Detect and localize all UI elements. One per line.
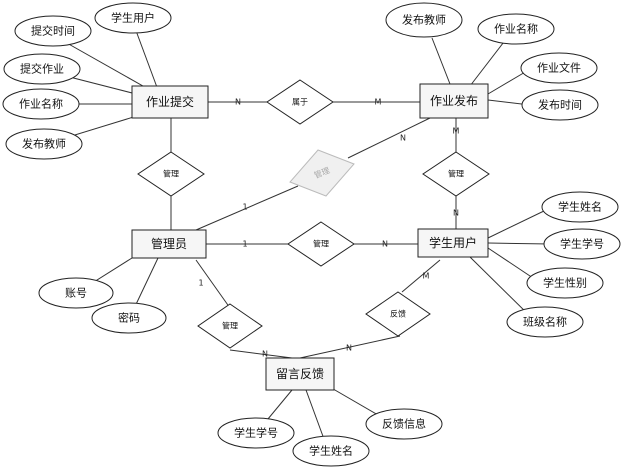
relationship-label: 管理 xyxy=(313,239,329,249)
line-student-attr-3 xyxy=(487,247,537,281)
attribute-label: 班级名称 xyxy=(523,315,567,329)
card-admin-manage-publish: 1 xyxy=(242,203,247,212)
attribute-submit-teacher: 发布教师 xyxy=(5,128,83,160)
attribute-label: 账号 xyxy=(65,287,87,300)
cardinalities: N M N 1 M N 1 N 1 N N M xyxy=(198,98,459,359)
card-manage-publish-pub: N xyxy=(400,134,406,143)
card-submit-belongs: N xyxy=(235,98,241,107)
attribute-label: 学生用户 xyxy=(111,11,155,25)
relationship-label: 管理 xyxy=(222,321,238,331)
line-manage-publish-pub xyxy=(347,117,431,159)
card-manage-student: N xyxy=(453,209,459,218)
card-publish-manage: M xyxy=(453,127,460,136)
entities: 作业提交 作业发布 管理员 学生用户 留言反馈 xyxy=(131,83,489,391)
line-student-attr-2 xyxy=(487,242,551,245)
relationship-manage-submit: 管理 xyxy=(137,151,205,197)
entity-submit: 作业提交 xyxy=(131,85,209,119)
relationship-manage-feedback: 管理 xyxy=(197,303,263,349)
attribute-submit-name: 作业名称 xyxy=(2,88,80,120)
relationship-manage-pubstudent: 管理 xyxy=(422,151,490,197)
card-manage-student-stu: N xyxy=(382,240,388,249)
attribute-label: 密码 xyxy=(118,311,140,325)
attribute-student-gender: 学生性别 xyxy=(526,267,604,299)
card-belongs-publish: M xyxy=(375,98,382,107)
line-student-attr-1 xyxy=(487,209,547,239)
entity-student: 学生用户 xyxy=(417,228,489,258)
card-manage-feedback-fb: N xyxy=(262,350,268,359)
attribute-label: 作业名称 xyxy=(19,97,63,111)
attribute-label: 发布时间 xyxy=(538,98,582,112)
relationship-label: 属于 xyxy=(292,98,308,107)
line-manage-feedback-fb xyxy=(229,349,293,359)
attribute-publish-file: 作业文件 xyxy=(520,52,598,84)
attribute-label: 学生学号 xyxy=(560,237,604,251)
line-admin-manage-publish xyxy=(195,185,299,231)
attribute-publish-teacher: 发布教师 xyxy=(385,2,463,38)
attribute-label: 反馈信息 xyxy=(382,417,426,431)
relationship-label: 管理 xyxy=(163,169,179,179)
relationships: 属于 管理 管理 管理 管理 管理 反馈 xyxy=(137,79,490,349)
card-admin-manage-student: 1 xyxy=(242,240,247,249)
attribute-admin-password: 密码 xyxy=(91,302,167,334)
attribute-student-name: 学生姓名 xyxy=(541,191,619,223)
relationship-label: 管理 xyxy=(448,169,464,179)
entity-label: 留言反馈 xyxy=(276,367,324,381)
attribute-admin-account: 账号 xyxy=(38,277,114,309)
attribute-submit-time: 提交时间 xyxy=(14,15,92,47)
line-publish-attr-1 xyxy=(431,37,451,85)
attribute-feedback-info: 反馈信息 xyxy=(365,408,443,440)
attribute-submit-homework: 提交作业 xyxy=(3,53,81,85)
entity-label: 作业发布 xyxy=(430,93,478,108)
entity-publish: 作业发布 xyxy=(419,83,489,119)
line-submit-attr-1 xyxy=(134,27,159,91)
attribute-publish-time: 发布时间 xyxy=(521,89,599,121)
relationship-manage-publish: 管理 xyxy=(289,149,355,197)
relationship-label: 反馈 xyxy=(390,309,406,319)
relationship-manage-student: 管理 xyxy=(287,221,355,267)
attribute-label: 学生学号 xyxy=(234,426,278,440)
entity-label: 作业提交 xyxy=(146,94,194,109)
attribute-label: 学生性别 xyxy=(543,276,587,290)
attribute-student-class: 班级名称 xyxy=(506,306,584,338)
attribute-feedback-id: 学生学号 xyxy=(217,417,295,449)
card-feedback-rel-fb: N xyxy=(346,344,352,353)
line-feedback-rel-fb xyxy=(299,335,401,359)
attribute-label: 作业名称 xyxy=(494,22,538,36)
line-submit-attr-2 xyxy=(57,37,151,91)
relationship-belongs: 属于 xyxy=(266,79,334,125)
line-admin-manage-feedback xyxy=(195,259,231,309)
attribute-label: 作业文件 xyxy=(537,61,581,75)
attribute-label: 学生姓名 xyxy=(309,444,353,458)
attribute-submit-student: 学生用户 xyxy=(94,2,172,34)
card-student-feedback-rel: M xyxy=(423,272,430,281)
attribute-publish-name: 作业名称 xyxy=(477,13,555,45)
attribute-label: 提交作业 xyxy=(20,62,64,76)
entity-admin: 管理员 xyxy=(131,229,207,259)
attribute-label: 学生姓名 xyxy=(558,200,602,214)
attribute-label: 发布教师 xyxy=(22,137,66,151)
line-student-feedback-rel xyxy=(401,259,441,293)
attribute-feedback-name: 学生姓名 xyxy=(292,435,370,467)
attribute-student-id: 学生学号 xyxy=(543,228,621,260)
attribute-label: 发布教师 xyxy=(402,13,446,27)
entity-feedback: 留言反馈 xyxy=(265,357,335,391)
entity-label: 学生用户 xyxy=(429,235,477,250)
attributes: 学生用户 提交时间 提交作业 作业名称 发布教师 发布教师 作业名称 xyxy=(2,2,621,467)
relationship-feedback: 反馈 xyxy=(365,291,431,337)
card-admin-manage-feedback: 1 xyxy=(198,279,203,288)
entity-label: 管理员 xyxy=(151,236,187,251)
attribute-label: 提交时间 xyxy=(31,24,75,38)
